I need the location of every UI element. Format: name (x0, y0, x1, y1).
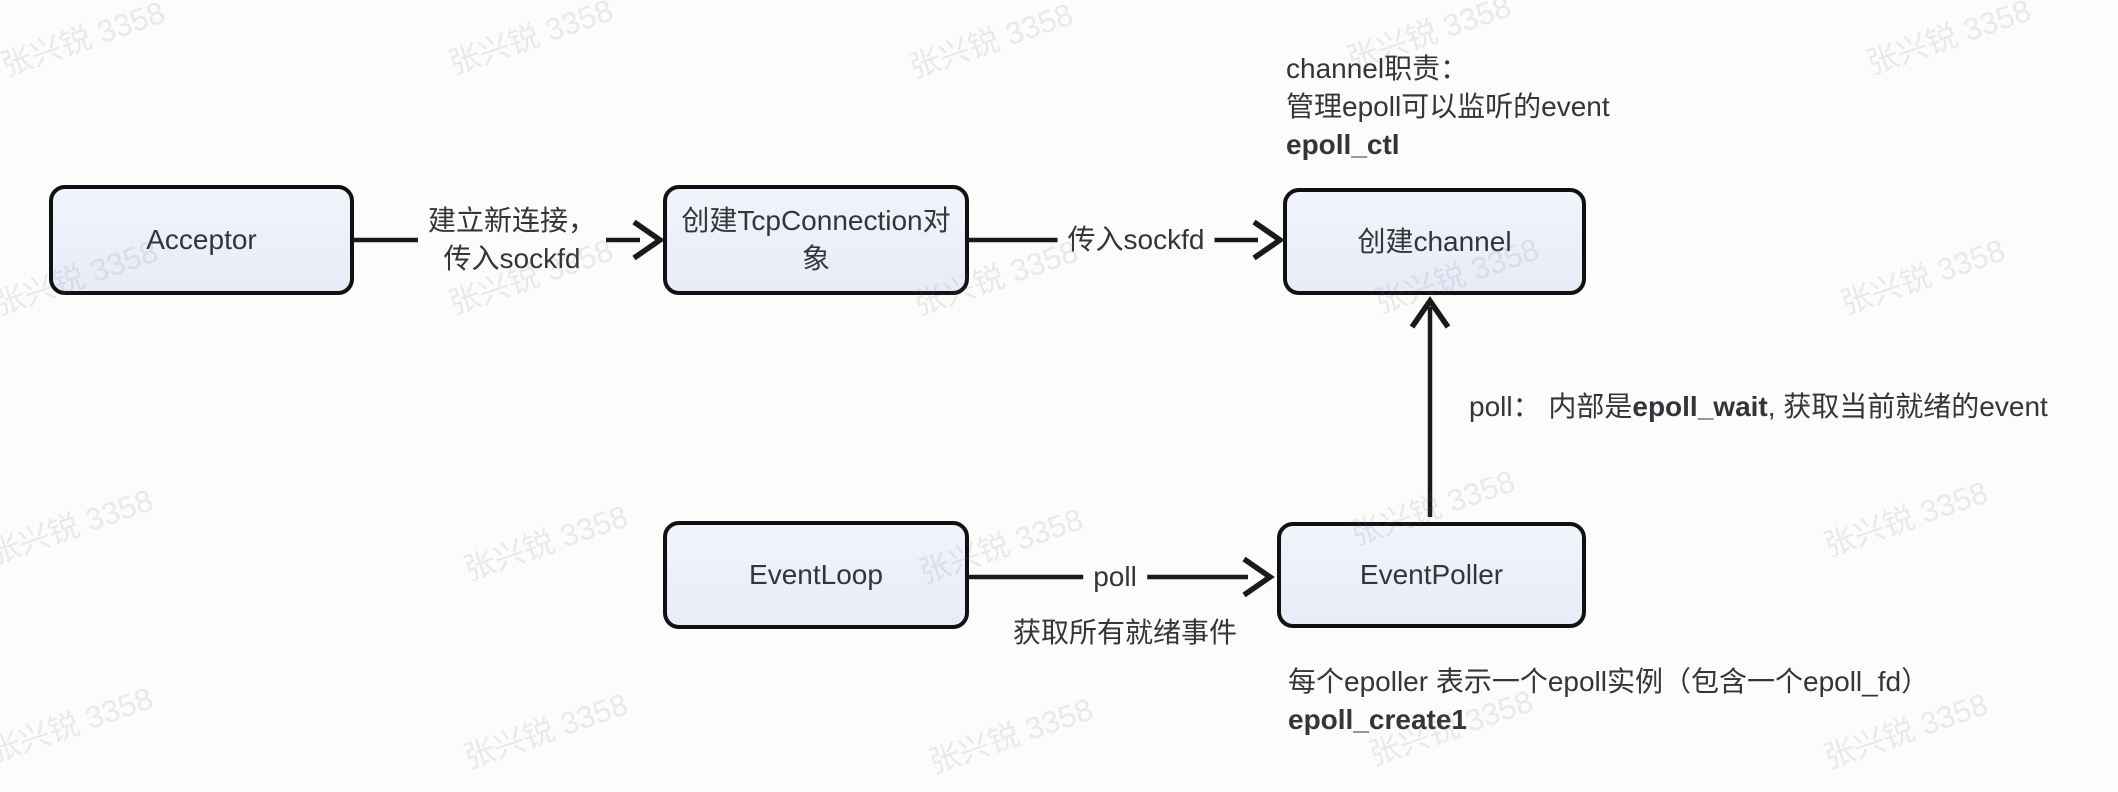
note-channel-epoll-ctl: epoll_ctl (1286, 129, 1400, 160)
edge-label-poll-epoll-wait: poll： 内部是epoll_wait, 获取当前就绪的event (1469, 388, 2048, 426)
note-channel-line2: 管理epoll可以监听的event (1286, 91, 1610, 122)
edge-label-text: 传入sockfd (1067, 224, 1205, 255)
edge-label-poll: poll (1083, 557, 1147, 597)
node-create-channel-label: 创建channel (1357, 225, 1512, 257)
note-channel-duty: channel职责： 管理epoll可以监听的event epoll_ctl (1286, 50, 1610, 164)
arrowhead-up-icon (1409, 296, 1451, 329)
note-epoller-instance: 每个epoller 表示一个epoll实例（包含一个epoll_fd） epol… (1288, 663, 1929, 739)
edge-label-epoll-wait: epoll_wait (1632, 391, 1768, 422)
node-acceptor: Acceptor (49, 185, 354, 295)
edge-label-pass-sockfd: 传入sockfd (1057, 220, 1215, 260)
node-tcpconnection-label: 创建TcpConnection对象 (681, 205, 951, 274)
edge-label-new-connection: 建立新连接， 传入sockfd (417, 201, 607, 279)
node-eventloop-label: EventLoop (749, 559, 883, 590)
edge-label-suffix: , 获取当前就绪的event (1767, 391, 2048, 422)
node-eventpoller-label: EventPoller (1359, 559, 1504, 590)
edge-sublabel-ready-events: 获取所有就绪事件 (1013, 615, 1237, 651)
node-eventloop: EventLoop (663, 521, 969, 629)
arrowhead-right-icon (1252, 219, 1285, 261)
edge-label-text: poll (1093, 561, 1137, 592)
edge-label-line2: 传入sockfd (443, 243, 581, 274)
note-channel-line1: channel职责： (1286, 53, 1469, 84)
node-tcpconnection: 创建TcpConnection对象 (663, 185, 969, 295)
edge-sublabel-text: 获取所有就绪事件 (1012, 617, 1238, 648)
arrowhead-right-icon (632, 219, 665, 261)
note-epoller-epoll-create1: epoll_create1 (1288, 704, 1467, 735)
arrowhead-right-icon (1242, 556, 1275, 598)
edge-label-prefix: poll： 内部是 (1469, 391, 1633, 422)
node-create-channel: 创建channel (1283, 188, 1586, 295)
node-acceptor-label: Acceptor (146, 224, 257, 255)
node-eventpoller: EventPoller (1277, 522, 1586, 628)
note-epoller-line1: 每个epoller 表示一个epoll实例（包含一个epoll_fd） (1288, 666, 1930, 697)
edge-label-line1: 建立新连接， (427, 205, 597, 236)
